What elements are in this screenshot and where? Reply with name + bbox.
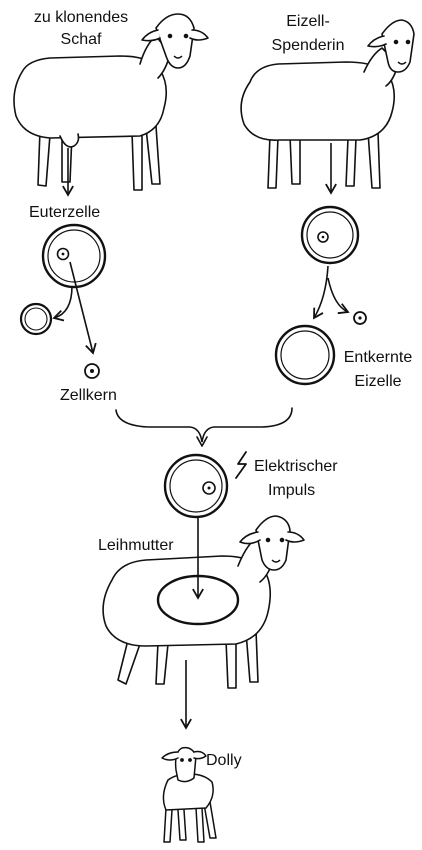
- impulse-label-line1: Elektrischer: [254, 458, 338, 475]
- empty-udder-cell: [19, 302, 53, 336]
- surrogate-label: Leihmutter: [98, 537, 174, 554]
- impulse-label-line2: Impuls: [268, 482, 316, 499]
- removed-nucleus: [353, 311, 367, 325]
- donor-sheep-face: [393, 39, 411, 65]
- nucleus-label: Zellkern: [60, 387, 117, 404]
- udder-cell: [41, 223, 107, 289]
- source-sheep-face: [167, 33, 189, 59]
- arrow-udder-cell-to-nucleus: [69, 261, 97, 355]
- merge-brace: [115, 407, 293, 443]
- dolly-lamb: [161, 746, 217, 843]
- arrow-egg-to-enucleated: [313, 265, 329, 320]
- source-sheep-label-line1: zu klonendes: [33, 9, 129, 26]
- merge-brace-arrowhead: [196, 436, 208, 447]
- donor-sheep: [240, 19, 415, 189]
- arrow-egg-to-removed-nucleus: [327, 277, 350, 315]
- enucleated-egg-cell: [274, 324, 336, 386]
- surrogate-sheep-face: [265, 537, 285, 563]
- source-sheep: [13, 13, 209, 191]
- udder-cell-label: Euterzelle: [29, 204, 101, 221]
- donor-sheep-label-line1: Eizell-: [286, 13, 330, 30]
- fused-cell: [163, 453, 229, 519]
- dolly-label: Dolly: [206, 752, 242, 769]
- nucleus: [84, 363, 100, 379]
- donor-sheep-label-line2: Spenderin: [271, 37, 345, 54]
- dolly-lamb-face: [180, 758, 192, 762]
- egg-cell: [300, 205, 360, 265]
- lightning-icon: [235, 451, 247, 479]
- enucleated-egg-label-line2: Eizelle: [354, 373, 402, 390]
- enucleated-egg-label-line1: Entkernte: [343, 349, 413, 366]
- source-sheep-label-line2: Schaf: [60, 31, 102, 48]
- arrow-udder-cell-to-empty-cell: [52, 285, 73, 322]
